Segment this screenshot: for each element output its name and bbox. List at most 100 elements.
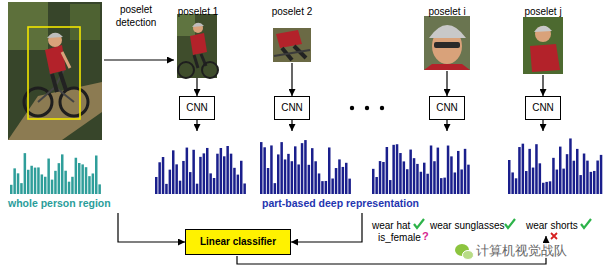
histogram-bar <box>420 172 423 194</box>
histogram-bar <box>389 180 392 194</box>
histogram-bar <box>287 154 290 194</box>
histogram-bar <box>437 148 440 194</box>
box-label: CNN <box>532 102 554 114</box>
bike-frame <box>274 50 310 56</box>
patch-label: poselet j <box>524 6 561 18</box>
annotation: poselet detection <box>116 4 157 28</box>
histogram-bar <box>416 164 419 194</box>
histogram-bar <box>325 181 328 194</box>
histogram-bar <box>64 171 67 194</box>
histogram-bar <box>237 175 240 194</box>
histogram-bar <box>10 185 13 194</box>
poselet-image <box>424 16 470 70</box>
histogram-bar <box>406 169 409 194</box>
histogram-bar <box>34 168 37 194</box>
histogram-bar <box>515 178 518 194</box>
cross-mark <box>551 233 557 239</box>
box-label: CNN <box>281 102 303 114</box>
histogram-bar <box>433 161 436 194</box>
histogram-bar <box>47 159 50 194</box>
histogram-bar <box>311 148 314 194</box>
histogram-bar <box>583 154 586 194</box>
box-label: CNN <box>186 102 208 114</box>
histogram-bar <box>430 146 433 194</box>
histogram-bar <box>450 156 453 194</box>
histogram-bar <box>189 172 192 194</box>
histogram-bar <box>95 155 98 194</box>
histogram-bar <box>426 174 429 194</box>
histogram-bar <box>240 161 243 194</box>
histogram-bar <box>175 164 178 194</box>
histogram-bar <box>399 153 402 194</box>
rider-helmet <box>192 23 204 27</box>
foliage <box>177 14 195 36</box>
connector <box>118 213 185 242</box>
check-mark <box>581 219 591 228</box>
histogram-bar <box>590 172 593 194</box>
check-mark <box>414 219 424 228</box>
poselet-patch: poselet 2 <box>270 1 314 63</box>
histogram-bar <box>192 150 195 194</box>
histogram-bar <box>576 149 579 194</box>
histogram-bar <box>508 160 511 194</box>
histogram-bar <box>233 168 236 194</box>
box-label: CNN <box>436 102 458 114</box>
rider-helmet <box>47 33 63 38</box>
histogram-bar <box>304 140 307 194</box>
histogram-bar <box>409 150 412 194</box>
connector <box>542 75 543 96</box>
histogram-bar <box>223 156 226 194</box>
histogram-bar <box>243 183 246 194</box>
rider-shirt <box>424 64 470 70</box>
histogram-bar <box>586 161 589 194</box>
histogram-bar <box>573 161 576 194</box>
rider-shirt <box>530 44 560 72</box>
histogram-bar <box>71 177 74 194</box>
rider-arm <box>62 52 70 68</box>
histogram <box>155 146 246 194</box>
histogram-bar <box>78 163 81 194</box>
histogram-bar <box>335 168 338 194</box>
foliage <box>70 4 100 40</box>
patch-label: poselet i <box>428 6 465 18</box>
rider-shirt <box>276 30 302 48</box>
histogram-bar <box>172 150 175 194</box>
rider-face <box>193 23 203 33</box>
patch-ground <box>273 28 311 62</box>
histogram-bar <box>199 157 202 194</box>
histogram-bar <box>545 182 548 194</box>
histogram-bar <box>338 159 341 194</box>
detection-box <box>28 27 80 119</box>
bubble <box>463 251 474 260</box>
histogram-bar <box>81 164 84 194</box>
wheel <box>178 62 194 78</box>
histogram-bar <box>226 146 229 194</box>
histogram-bar <box>321 181 324 194</box>
histogram-bar <box>17 173 20 194</box>
histogram-bar <box>566 154 569 194</box>
histogram-bar <box>528 149 531 194</box>
histogram-bar <box>454 172 457 194</box>
histogram-bar <box>54 171 57 194</box>
histogram-bar <box>318 173 321 194</box>
histogram-bar <box>375 177 378 194</box>
uncertain-mark: ? <box>422 230 429 242</box>
histogram-bar <box>413 158 416 194</box>
histogram-bar <box>88 176 91 194</box>
histogram-bar <box>379 161 382 194</box>
histogram-bar <box>260 142 263 194</box>
histogram <box>10 153 101 194</box>
histogram-bar <box>27 170 30 194</box>
histogram <box>372 144 470 194</box>
rider-face <box>535 26 551 42</box>
attribute-label: is_female <box>378 232 421 243</box>
histogram-bar <box>68 182 71 194</box>
histogram-bar <box>593 171 596 194</box>
rider-shirt <box>45 45 66 74</box>
histogram-bar <box>423 163 426 194</box>
histogram-bar <box>443 178 446 194</box>
connector <box>291 120 292 131</box>
histogram-bar <box>51 180 54 194</box>
poselet-image <box>273 28 311 62</box>
